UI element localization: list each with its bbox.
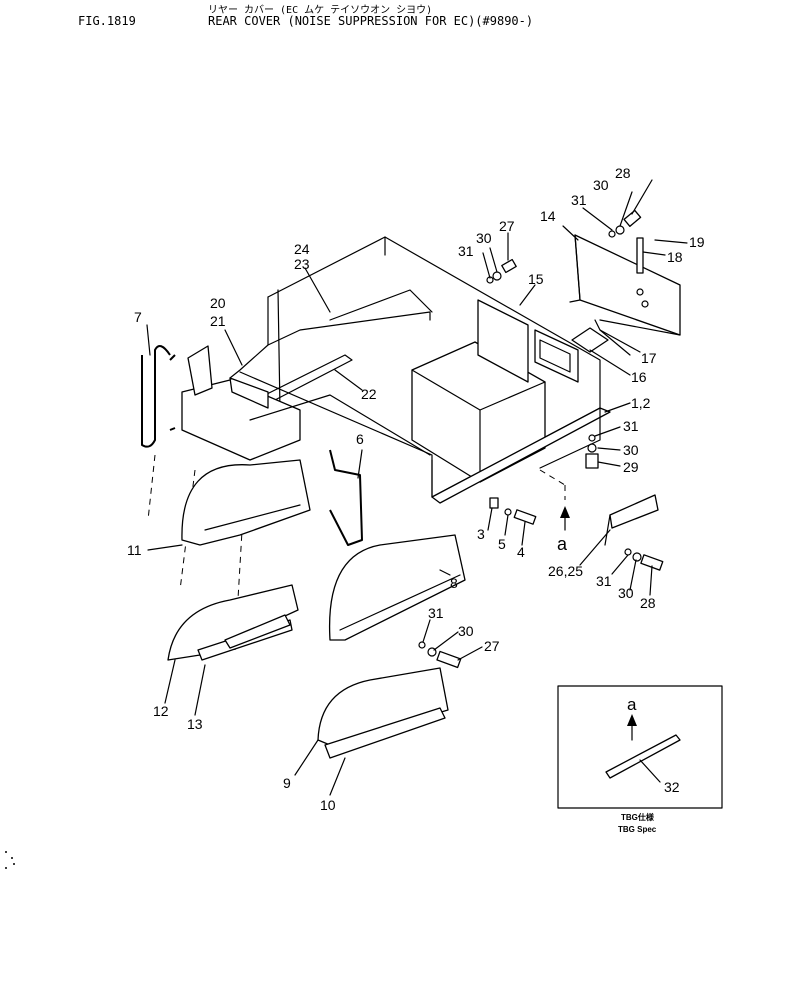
callout-31d: 31 xyxy=(596,573,612,589)
callout-28b: 28 xyxy=(640,595,656,611)
callout-30d: 30 xyxy=(618,585,634,601)
leader-lines xyxy=(146,179,688,796)
callout-23: 23 xyxy=(294,256,310,272)
callout-30e: 30 xyxy=(458,623,474,639)
callout-31a: 31 xyxy=(458,243,474,259)
callout-numbers: 7 20 21 24 23 22 31 30 27 15 14 31 30 28… xyxy=(127,165,705,813)
callout-9: 9 xyxy=(283,775,291,791)
figure-number: FIG.1819 xyxy=(78,14,136,28)
view-arrow-a xyxy=(560,506,570,531)
callout-30c: 30 xyxy=(623,442,639,458)
callout-10: 10 xyxy=(320,797,336,813)
callout-7: 7 xyxy=(134,309,142,325)
callout-12: 12 xyxy=(153,703,169,719)
rear-cover-frame xyxy=(141,234,681,651)
callout-26-25: 26,25 xyxy=(548,563,583,579)
callout-17: 17 xyxy=(641,350,657,366)
view-a-label: a xyxy=(557,534,568,554)
callout-4: 4 xyxy=(517,544,525,560)
inset-arrow-icon xyxy=(627,714,637,726)
cover-12-13 xyxy=(167,584,299,661)
callout-27a: 27 xyxy=(499,218,515,234)
scan-marks xyxy=(5,851,15,869)
side-cover-8 xyxy=(328,534,466,641)
cover-9-10 xyxy=(317,667,449,759)
part-32-strip xyxy=(605,734,681,779)
inset-view-a-label: a xyxy=(627,695,637,714)
callout-28a: 28 xyxy=(615,165,631,181)
inset-tbg-spec: a 32 TBG仕様 TBG Spec xyxy=(557,685,723,834)
callout-22: 22 xyxy=(361,386,377,402)
callout-16: 16 xyxy=(631,369,647,385)
callout-8: 8 xyxy=(450,575,458,591)
title-japanese: リヤー カバー (EC ムケ テイソウオン シヨウ) xyxy=(208,5,433,16)
callout-19: 19 xyxy=(689,234,705,250)
callout-5: 5 xyxy=(498,536,506,552)
bracket-26-25 xyxy=(604,494,659,546)
callout-18: 18 xyxy=(667,249,683,265)
title-english: REAR COVER (NOISE SUPPRESSION FOR EC)(#9… xyxy=(208,14,534,28)
callout-27b: 27 xyxy=(484,638,500,654)
callout-21: 21 xyxy=(210,313,226,329)
callout-6: 6 xyxy=(356,431,364,447)
callout-30b: 30 xyxy=(593,177,609,193)
callout-13: 13 xyxy=(187,716,203,732)
callout-1-2: 1,2 xyxy=(631,395,651,411)
callout-31b: 31 xyxy=(571,192,587,208)
callout-30a: 30 xyxy=(476,230,492,246)
callout-31c: 31 xyxy=(623,418,639,434)
callout-14: 14 xyxy=(540,208,556,224)
callout-11: 11 xyxy=(127,542,142,558)
inset-caption-en: TBG Spec xyxy=(618,825,657,834)
callout-15: 15 xyxy=(528,271,544,287)
side-cover-11 xyxy=(181,459,311,546)
callout-32: 32 xyxy=(664,779,680,795)
bolts xyxy=(418,209,664,669)
callout-31e: 31 xyxy=(428,605,444,621)
callout-3: 3 xyxy=(477,526,485,542)
inset-caption-jp: TBG仕様 xyxy=(621,812,655,822)
callout-29: 29 xyxy=(623,459,639,475)
callout-20: 20 xyxy=(210,295,226,311)
callout-24: 24 xyxy=(294,241,310,257)
